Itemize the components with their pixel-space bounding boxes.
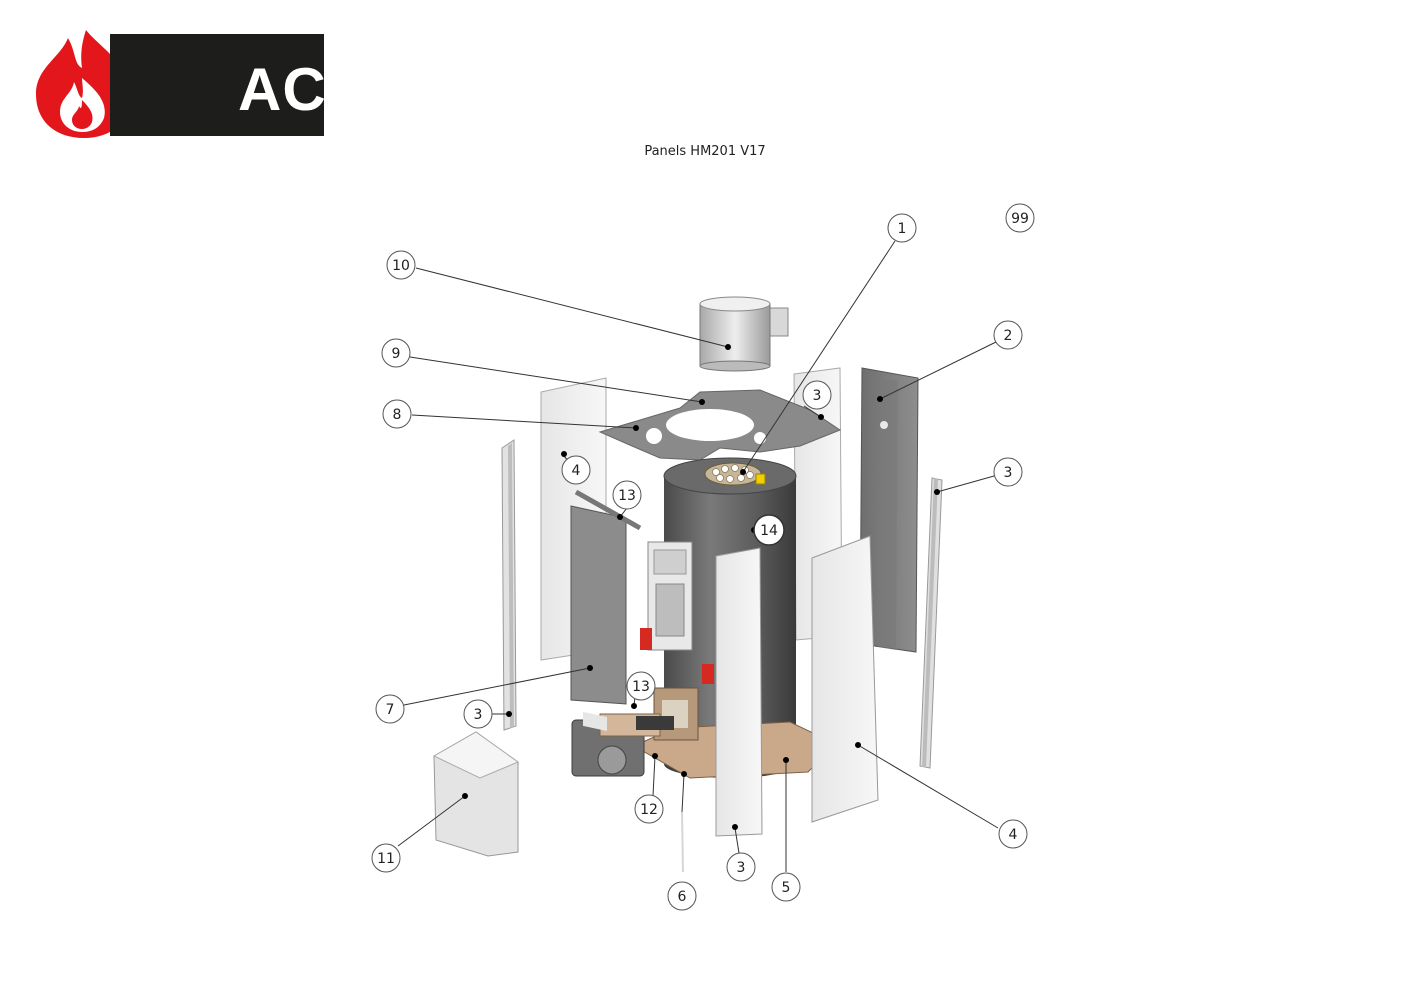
- part-burner: [571, 713, 674, 777]
- part-burner-cover: [432, 731, 520, 857]
- logo-wordmark-box: ACV: [110, 34, 367, 136]
- part-top-gasket-plate: [598, 389, 842, 461]
- part-front-left-panel: [570, 505, 627, 732]
- part-right-strip: [919, 477, 943, 769]
- svg-text:3: 3: [474, 707, 483, 723]
- logo-wordmark: ACV: [238, 56, 368, 123]
- acv-logo: ACV: [30, 28, 367, 140]
- part-rear-insulation-panel: [859, 367, 919, 653]
- page-title: Panels HM201 V17: [644, 144, 766, 159]
- leader-dots: [462, 344, 940, 830]
- svg-text:11: 11: [377, 851, 395, 867]
- callout-99: 99: [1005, 203, 1035, 233]
- callout-3-left: 3: [463, 699, 493, 729]
- flame-icon: [36, 30, 131, 138]
- callout-6: 6: [667, 881, 697, 911]
- callout-12: 12: [634, 794, 664, 824]
- callout-4-left: 4: [561, 455, 591, 485]
- part-drain-pipe: [681, 811, 684, 873]
- svg-text:6: 6: [678, 889, 687, 905]
- svg-text:4: 4: [572, 463, 581, 479]
- callout-10: 10: [386, 250, 416, 280]
- part-front-right-panel: [811, 535, 879, 823]
- part-flue-collar: [699, 296, 789, 372]
- callout-1: 1: [887, 213, 917, 243]
- part-rod-upper: [574, 489, 642, 531]
- callouts: 1 2 3 3 3 3 4 4 5 6 7 8 9 10 11 12 13 13…: [371, 203, 1035, 911]
- part-control-panel: [640, 541, 714, 741]
- callout-8: 8: [382, 399, 412, 429]
- svg-text:3: 3: [1004, 465, 1013, 481]
- svg-text:8: 8: [393, 407, 402, 423]
- callout-4-right: 4: [998, 819, 1028, 849]
- svg-text:9: 9: [392, 346, 401, 362]
- callout-9: 9: [381, 338, 411, 368]
- svg-text:14: 14: [760, 523, 778, 539]
- svg-text:3: 3: [813, 388, 822, 404]
- leader-lines: [397, 240, 999, 872]
- callout-3-back: 3: [802, 380, 832, 410]
- callout-14: 14: [753, 514, 785, 546]
- svg-text:7: 7: [386, 702, 395, 718]
- svg-text:10: 10: [392, 258, 410, 274]
- callout-3-right: 3: [993, 457, 1023, 487]
- svg-text:1: 1: [898, 221, 907, 237]
- callout-7: 7: [375, 694, 405, 724]
- svg-text:4: 4: [1009, 827, 1018, 843]
- part-front-middle-panel: [715, 547, 763, 837]
- svg-text:12: 12: [640, 802, 658, 818]
- svg-text:2: 2: [1004, 328, 1013, 344]
- svg-text:3: 3: [737, 860, 746, 876]
- part-left-strip: [501, 439, 517, 731]
- callout-13-upper: 13: [612, 480, 642, 510]
- callout-11: 11: [371, 843, 401, 873]
- callout-2: 2: [993, 320, 1023, 350]
- svg-text:5: 5: [782, 880, 791, 896]
- svg-text:13: 13: [618, 488, 636, 504]
- callout-13-lower: 13: [626, 671, 656, 701]
- callout-3-front: 3: [726, 852, 756, 882]
- svg-text:13: 13: [632, 679, 650, 695]
- svg-text:99: 99: [1011, 211, 1029, 227]
- callout-5: 5: [771, 872, 801, 902]
